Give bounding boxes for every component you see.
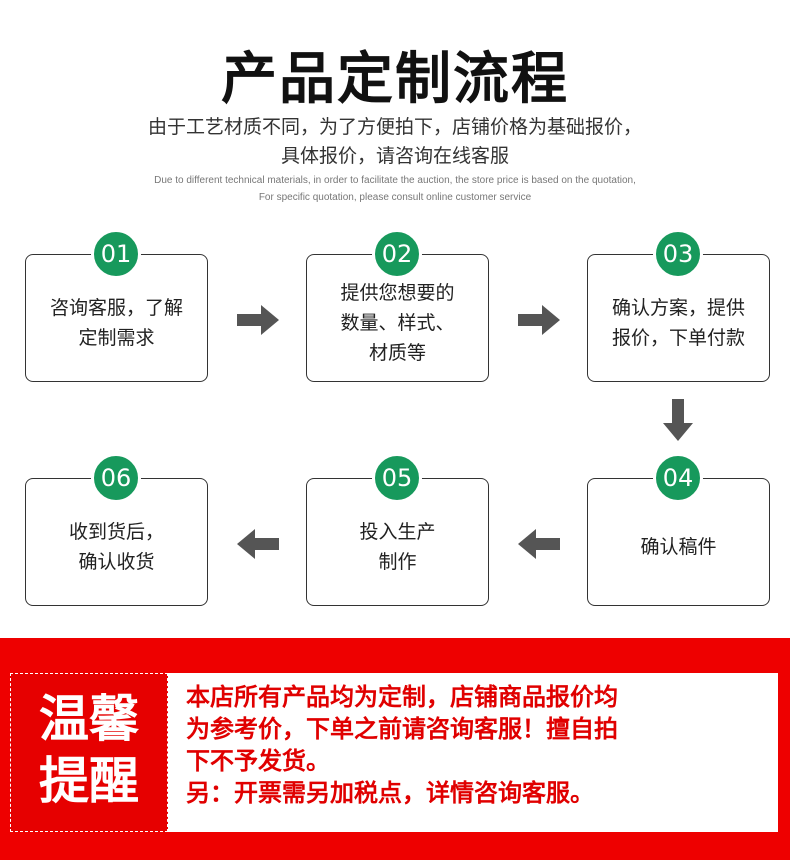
subtitle-en-line-1: Due to different technical materials, in… (154, 175, 636, 186)
step-text: 确认方案，提供 报价，下单付款 (611, 297, 745, 349)
page-title: 产品定制流程 (221, 47, 569, 112)
step-card: 提供您想要的 数量、样式、 材质等 (306, 254, 489, 382)
step-number-badge: 03 (653, 229, 703, 279)
arrow-down-icon (663, 399, 693, 441)
notice-line: 为参考价，下单之前请咨询客服！擅自拍 (186, 715, 618, 743)
notice-line: 另：开票需另加税点，详情咨询客服。 (186, 779, 594, 807)
arrow-left-icon (237, 529, 279, 559)
step-number-badge: 06 (91, 453, 141, 503)
notice-text: 本店所有产品均为定制，店铺商品报价均 为参考价，下单之前请咨询客服！擅自拍 下不… (168, 673, 778, 832)
arrow-right-icon (518, 305, 560, 335)
notice-label: 温馨 提醒 (10, 673, 168, 832)
subtitle-line-2: 具体报价，请咨询在线客服 (280, 145, 509, 167)
step-text: 提供您想要的 数量、样式、 材质等 (340, 282, 455, 364)
step-text: 确认稿件 (640, 536, 717, 558)
step-number-badge: 05 (372, 453, 422, 503)
subtitle-line-1: 由于工艺材质不同，为了方便拍下，店铺价格为基础报价， (147, 116, 642, 138)
arrow-left-icon (518, 529, 560, 559)
notice-line: 下不予发货。 (186, 747, 330, 775)
step-text: 咨询客服，了解 定制需求 (49, 297, 183, 349)
subtitle-en-line-2: For specific quotation, please consult o… (258, 192, 532, 203)
arrow-right-icon (237, 305, 279, 335)
step-number-badge: 01 (91, 229, 141, 279)
step-card: 收到货后， 确认收货 (25, 478, 208, 606)
step-card: 咨询客服，了解 定制需求 (25, 254, 208, 382)
step-text: 投入生产 制作 (359, 521, 436, 573)
step-number-badge: 02 (372, 229, 422, 279)
notice-line: 本店所有产品均为定制，店铺商品报价均 (186, 683, 618, 711)
step-number-badge: 04 (653, 453, 703, 503)
step-text: 收到货后， 确认收货 (68, 521, 164, 573)
